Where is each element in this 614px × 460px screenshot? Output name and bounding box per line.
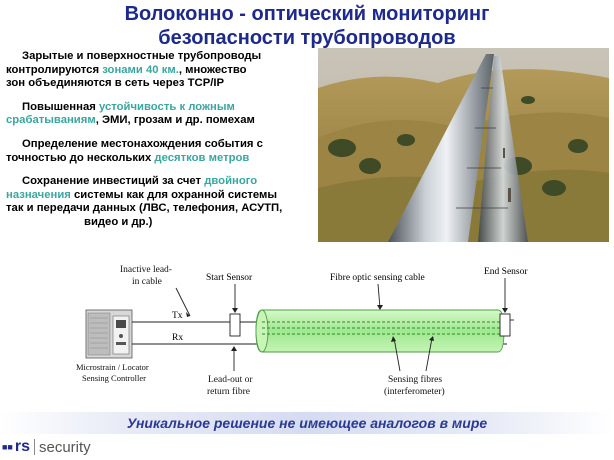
bullet-text: Сохранение инвестиций за счет <box>22 175 205 188</box>
leadout-line-1: Lead-out or <box>208 375 253 385</box>
fibres-pointer-1 <box>393 337 401 372</box>
rx-label: Rx <box>172 333 183 343</box>
tree <box>542 180 566 196</box>
bullet-text: точностью до нескольких <box>6 151 155 164</box>
cable-pointer <box>377 283 381 309</box>
inactive-lead-pointer <box>175 287 191 317</box>
logo-mark-icon: ■■ <box>2 442 13 452</box>
controller-display <box>116 320 126 328</box>
controller-port <box>116 342 126 345</box>
slide-title: Волоконно - оптический мониторинг безопа… <box>0 2 614 50</box>
tree <box>521 96 535 104</box>
logo-security: security <box>39 438 91 456</box>
bullet-location: Определение местонахождения события с то… <box>6 138 314 165</box>
bullet-line: Зарытые и поверхностные трубопроводы <box>22 50 262 62</box>
arrowhead <box>502 308 508 313</box>
controller-label-line-1: Microstrain / Locator <box>76 362 149 372</box>
arrowhead <box>232 308 238 313</box>
pipeline-main <box>388 54 494 242</box>
cable-body <box>255 309 505 353</box>
title-line-1: Волоконно - оптический мониторинг <box>124 3 490 25</box>
arrowhead <box>391 336 396 342</box>
controller-slots <box>90 317 108 349</box>
bullet-line: точностью до нескольких десятков метров <box>6 152 314 166</box>
bullet-text: системы как для охранной системы <box>70 188 278 201</box>
bullet-text: , ЭМИ, грозам и др. помехам <box>95 114 255 127</box>
bullet-line: зон объединяются в сеть через TCP/IP <box>6 77 225 90</box>
pipeline-photo <box>318 48 609 242</box>
leadout-line-2: return fibre <box>207 386 250 397</box>
sensing-diagram: Tx Rx Inactive lead- in cable Start Sens… <box>76 265 528 397</box>
start-sensor-label: Start Sensor <box>206 273 253 283</box>
support <box>503 148 505 158</box>
bullet-text: контролируются <box>6 63 103 76</box>
fibres-pointer-2 <box>425 337 433 372</box>
sensing-fibres-line-2: (interferometer) <box>384 386 445 397</box>
pipe-supports <box>503 148 511 202</box>
bullet-line: контролируются зонами 40 км., множество <box>6 64 314 78</box>
bullet-text: , множество <box>178 63 247 76</box>
bullet-line: Определение местонахождения события с <box>22 137 263 150</box>
tree <box>359 158 381 174</box>
leadout-label: Lead-out or return fibre <box>207 375 255 397</box>
sensing-cable <box>255 309 505 353</box>
bullet-list: Зарытые и поверхностные трубопроводы кон… <box>6 50 314 240</box>
sensing-fibres-line-1: Sensing fibres <box>388 374 442 385</box>
bullet-robustness: Повышенная устойчивость к ложным срабаты… <box>6 101 314 128</box>
bullet-investment: Сохранение инвестиций за счет двойного н… <box>6 175 314 229</box>
bullet-highlight: зонами 40 км. <box>102 63 179 76</box>
arrowhead <box>377 305 383 310</box>
bullet-highlight: срабатываниям <box>6 114 96 127</box>
bullet-line: назначения системы как для охранной сист… <box>6 189 314 203</box>
cable-label: Fibre optic sensing cable <box>330 273 425 283</box>
bullet-line: срабатываниям, ЭМИ, грозам и др. помехам <box>6 114 314 128</box>
cable-end-left <box>255 309 269 353</box>
logo-separator <box>34 439 35 455</box>
bullet-highlight: назначения <box>6 188 71 201</box>
inactive-lead-line-1: Inactive lead- <box>120 265 172 275</box>
bullet-line: Сохранение инвестиций за счет двойного <box>6 175 314 189</box>
controller-knob <box>119 334 123 338</box>
tree <box>328 139 356 157</box>
title-line-2: безопасности трубопроводов <box>158 27 456 49</box>
support <box>508 188 511 202</box>
controller-panel <box>87 312 111 356</box>
start-sensor <box>229 313 241 337</box>
pipe-rings <box>456 87 508 209</box>
sensing-fibres-label: Sensing fibres (interferometer) <box>384 374 445 397</box>
logo-rs: rs <box>14 438 30 455</box>
sensing-controller <box>85 309 133 359</box>
end-sensor-label: End Sensor <box>484 267 528 277</box>
bullet-highlight: двойного <box>204 175 258 188</box>
rs-security-logo: ■■ rs security <box>2 436 91 458</box>
bullet-line: видео и др.) <box>84 215 153 228</box>
bullet-zones: Зарытые и поверхностные трубопроводы кон… <box>6 50 314 91</box>
arrowhead <box>186 312 190 317</box>
end-sensor <box>499 313 511 337</box>
tx-label: Tx <box>172 311 183 321</box>
controller-label-line-2: Sensing Controller <box>82 373 146 383</box>
bullet-text: Повышенная <box>22 100 99 113</box>
arrowhead <box>429 336 434 341</box>
bullet-highlight: устойчивость к ложным <box>98 100 235 113</box>
bullet-highlight: десятков метров <box>154 151 250 164</box>
bullet-line: Повышенная устойчивость к ложным <box>6 101 314 115</box>
pipeline-photo-svg <box>318 48 609 242</box>
slogan: Уникальное решение не имеющее аналогов в… <box>0 412 614 434</box>
bullet-line: так и передачи данных (ЛВС, телефония, А… <box>6 202 283 215</box>
controller-label: Microstrain / Locator Sensing Controller <box>76 362 151 383</box>
arrowhead <box>231 346 237 351</box>
inactive-lead-line-2: in cable <box>132 277 162 287</box>
tree <box>568 139 588 153</box>
tree <box>397 134 415 146</box>
inactive-lead-label: Inactive lead- in cable <box>120 265 174 287</box>
